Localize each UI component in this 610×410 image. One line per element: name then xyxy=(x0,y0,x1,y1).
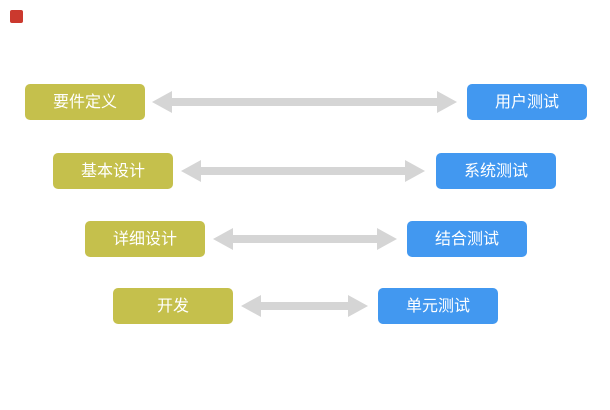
arrow-right-head xyxy=(377,228,397,250)
test-box-unit-testing: 单元测试 xyxy=(378,288,498,324)
arrow-shaft xyxy=(261,302,348,310)
arrow-shaft xyxy=(233,235,377,243)
phase-box-development: 开发 xyxy=(113,288,233,324)
bidirectional-arrow-icon xyxy=(213,228,397,250)
arrow-shaft xyxy=(201,167,405,175)
arrow-left-head xyxy=(241,295,261,317)
arrow-left-head xyxy=(213,228,233,250)
phase-box-detailed-design: 详细设计 xyxy=(85,221,205,257)
red-square-icon xyxy=(10,10,23,23)
arrow-left-head xyxy=(152,91,172,113)
arrow-right-head xyxy=(437,91,457,113)
arrow-shaft xyxy=(172,98,437,106)
arrow-right-head xyxy=(348,295,368,317)
bidirectional-arrow-icon xyxy=(241,295,368,317)
phase-box-basic-design: 基本设计 xyxy=(53,153,173,189)
bidirectional-arrow-icon xyxy=(152,91,457,113)
test-box-system-testing: 系统测试 xyxy=(436,153,556,189)
arrow-left-head xyxy=(181,160,201,182)
arrow-right-head xyxy=(405,160,425,182)
test-box-user-testing: 用户测试 xyxy=(467,84,587,120)
bidirectional-arrow-icon xyxy=(181,160,425,182)
test-box-integration-testing: 结合测试 xyxy=(407,221,527,257)
phase-box-requirements-definition: 要件定义 xyxy=(25,84,145,120)
